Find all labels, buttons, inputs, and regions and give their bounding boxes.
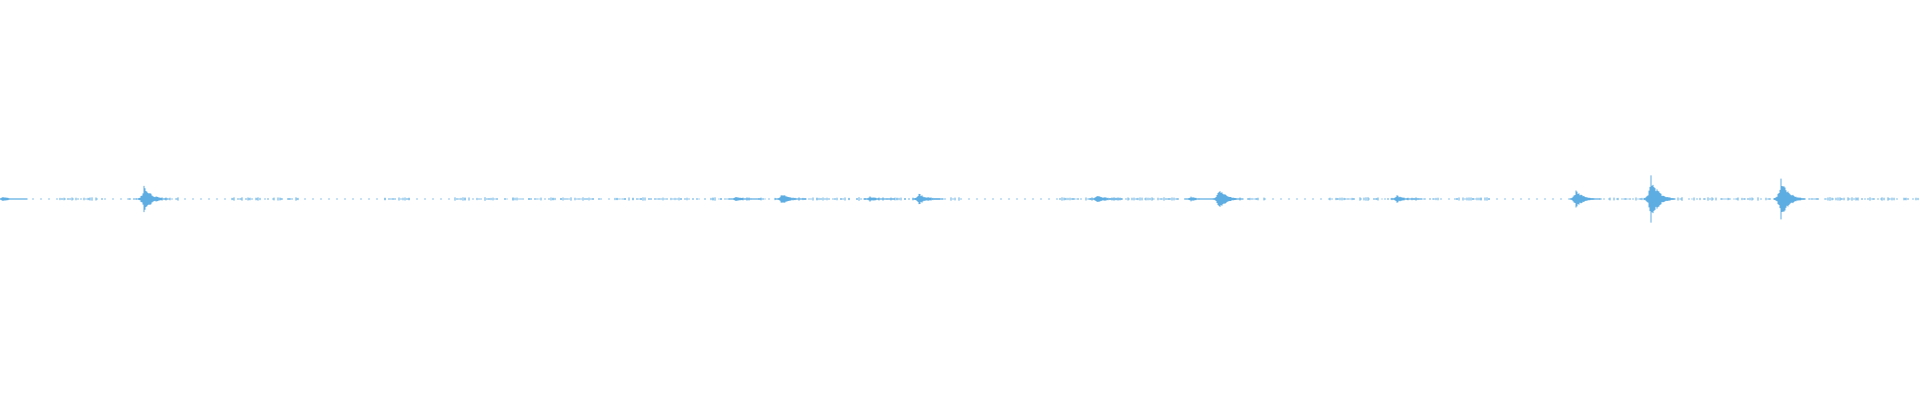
waveform-burst bbox=[1184, 196, 1216, 202]
waveform-burst bbox=[775, 195, 807, 203]
waveform-burst bbox=[912, 193, 944, 205]
waveform-burst bbox=[1390, 195, 1422, 203]
waveform-burst bbox=[1569, 190, 1601, 208]
waveform-burst bbox=[137, 185, 169, 213]
waveform-burst bbox=[0, 197, 28, 201]
waveform-burst bbox=[1090, 196, 1122, 202]
waveform-burst bbox=[1644, 175, 1676, 223]
waveform-samples bbox=[0, 175, 1919, 223]
waveform-burst bbox=[1774, 178, 1806, 220]
waveform-burst bbox=[863, 196, 895, 202]
waveform-burst bbox=[729, 196, 761, 202]
waveform-burst bbox=[1212, 191, 1244, 207]
